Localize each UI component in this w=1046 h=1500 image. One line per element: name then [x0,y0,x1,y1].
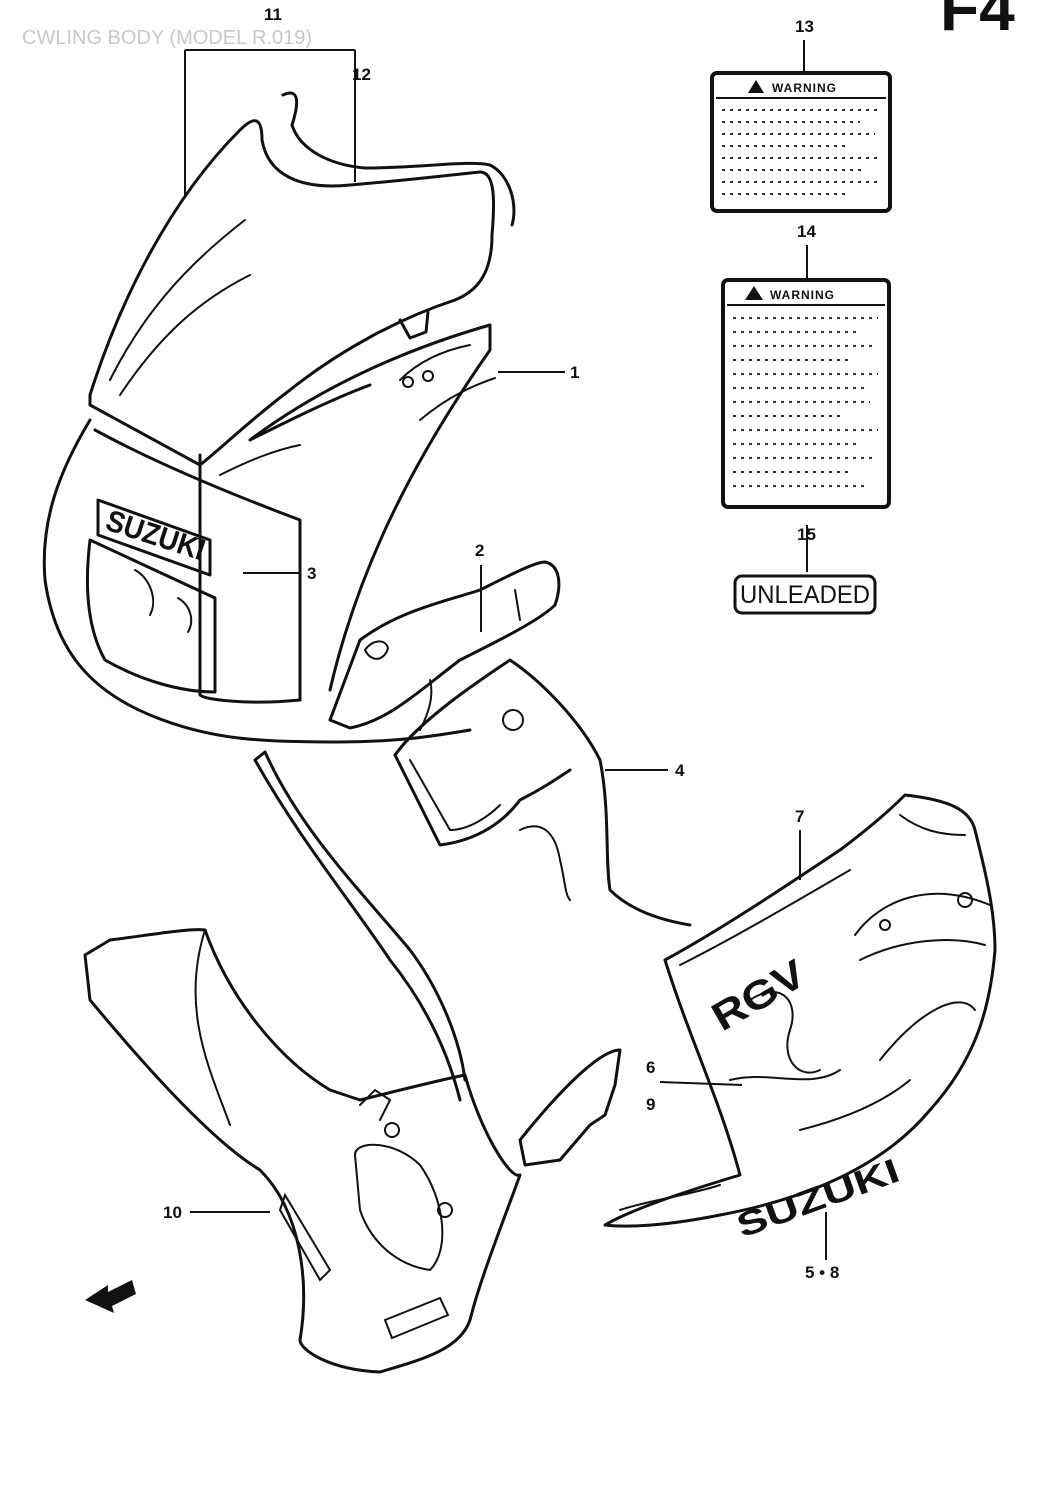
callout-9: 9 [646,1095,655,1114]
faint-title: CWLING BODY (MODEL R.019) [22,27,312,49]
warning-label-14: WARNING [721,278,891,509]
callout-2: 2 [475,541,484,560]
warning-triangle-icon [748,80,764,93]
lower-inner-cover-part [83,928,522,1374]
leader-lines [184,40,827,1260]
fairing-brand-decal: SUZUKI [102,504,209,567]
callout-7: 7 [795,807,804,826]
callout-15: 15 [797,525,816,544]
callout-11: 11 [264,5,282,24]
callout-5-8: 5 • 8 [805,1263,839,1282]
rgv-logo-decal: RGV [705,952,814,1040]
callout-13: 13 [795,17,814,36]
callout-12: 12 [352,65,371,84]
callout-6: 6 [646,1058,655,1077]
unleaded-label-text: UNLEADED [740,581,870,609]
warning-14-title: WARNING [770,288,835,302]
mounting-bracket-part [518,1048,622,1167]
lower-brand-decal: SUZUKI [732,1152,905,1246]
callout-1: 1 [570,363,579,382]
unleaded-label-15: UNLEADED [733,574,877,615]
inner-side-strip-part [253,750,467,1102]
warning-triangle-icon [745,286,763,300]
upper-fairing-part: SUZUKI [42,91,516,744]
warning-13-title: WARNING [772,81,837,95]
inner-panel-part [393,658,692,927]
warning-label-13: WARNING [710,71,892,213]
side-panel-part [328,560,561,731]
callout-numbers: 11 12 1 2 3 4 7 6 9 10 5 • 8 13 14 15 [163,5,839,1282]
page-code: F4 [940,0,1015,44]
callout-10: 10 [163,1203,182,1222]
callout-14: 14 [797,222,816,241]
callout-4: 4 [675,761,685,780]
callout-3: 3 [307,564,316,583]
front-direction-arrow-icon [85,1280,136,1313]
